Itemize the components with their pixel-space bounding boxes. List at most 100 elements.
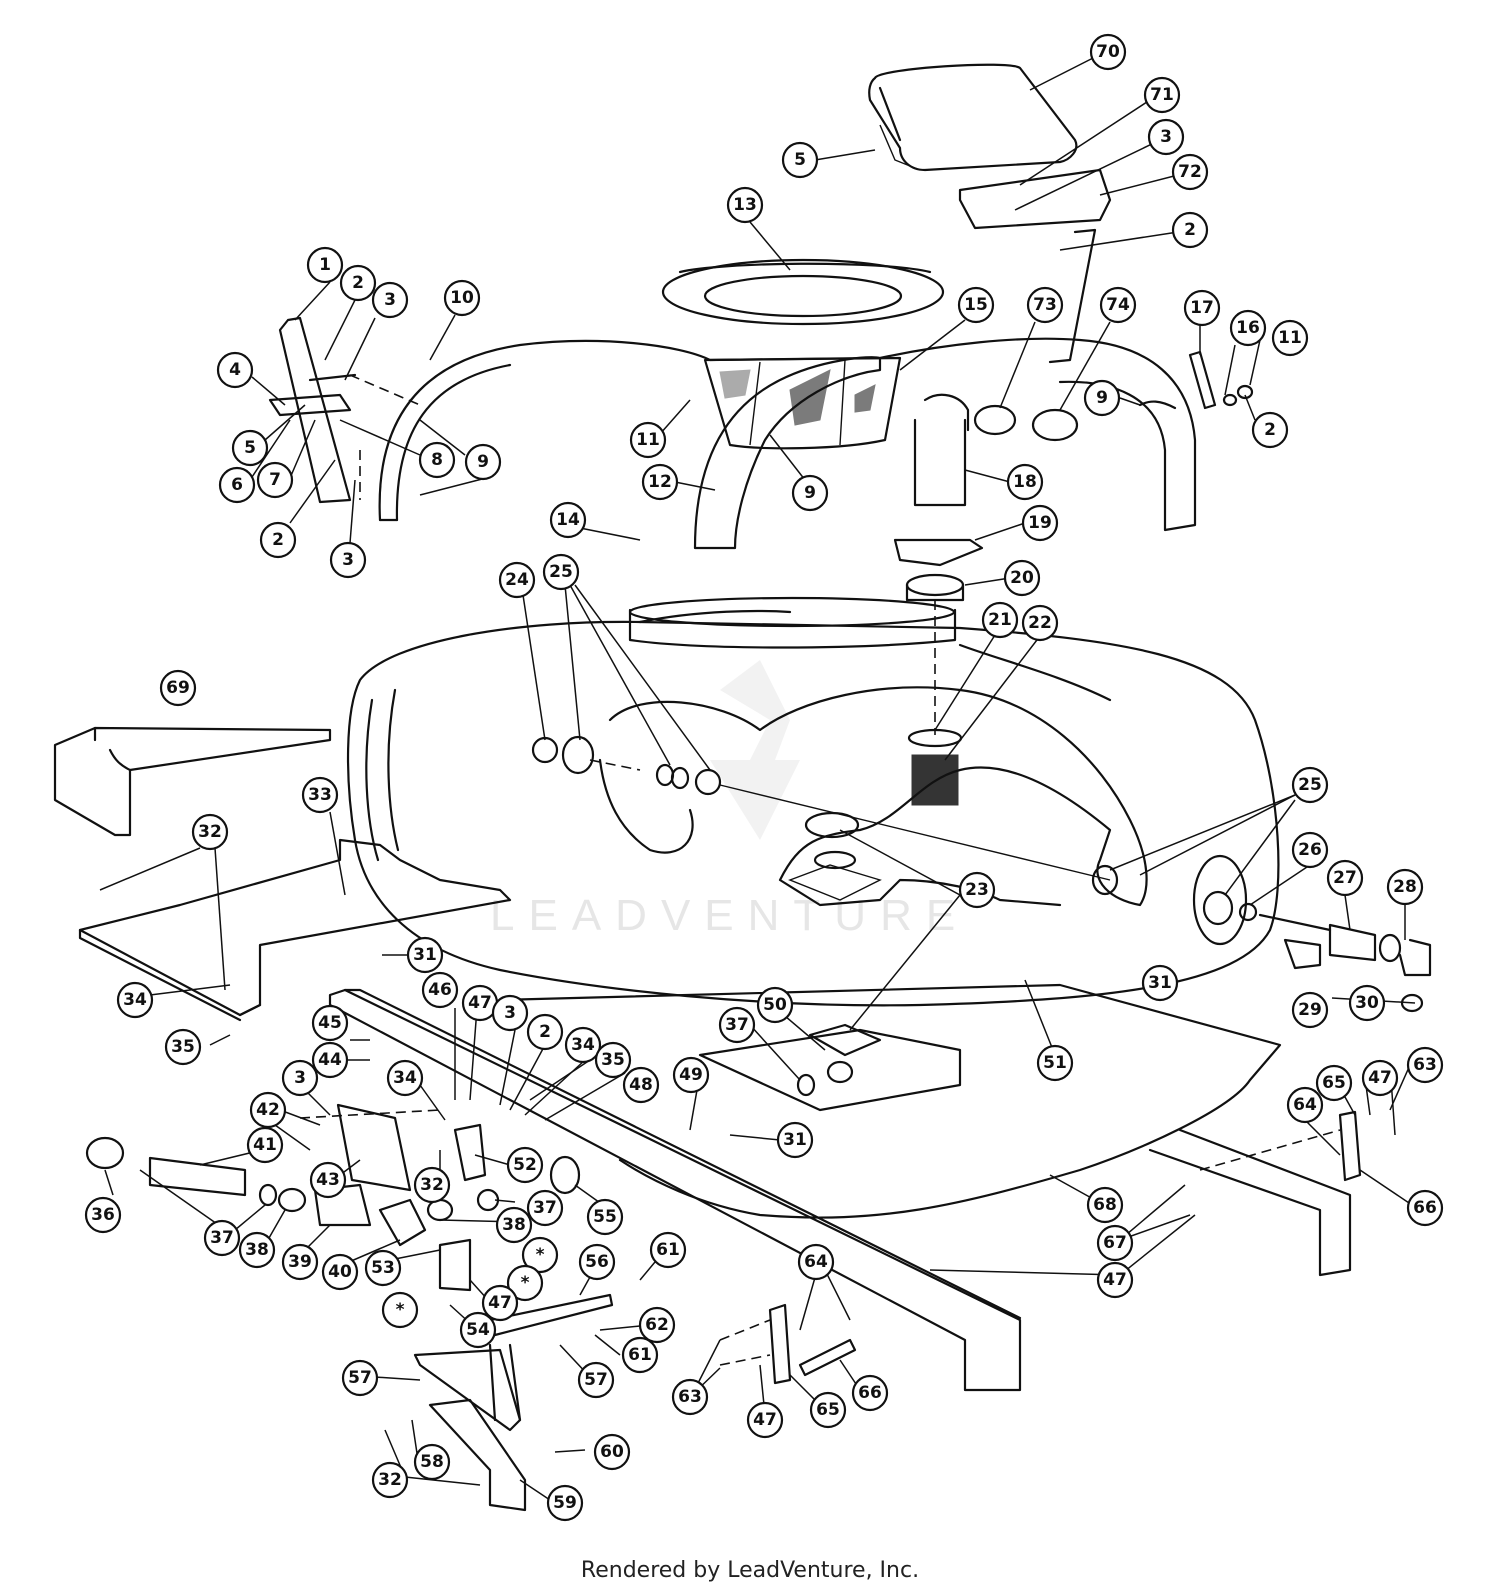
callout: 63	[671, 1378, 709, 1416]
svg-text:3: 3	[384, 290, 396, 310]
callout: 4	[216, 351, 254, 389]
callout: 47	[1361, 1059, 1399, 1097]
callout: 5	[781, 141, 819, 179]
callout: 61	[649, 1231, 687, 1269]
svg-text:15: 15	[964, 295, 988, 315]
svg-text:72: 72	[1178, 162, 1202, 182]
svg-text:8: 8	[431, 450, 443, 470]
svg-text:31: 31	[783, 1130, 807, 1150]
callout: 44	[311, 1041, 349, 1079]
left-fittings	[531, 735, 1111, 881]
callout: 19	[1021, 504, 1059, 542]
svg-text:43: 43	[316, 1170, 340, 1190]
svg-text:3: 3	[1160, 127, 1172, 147]
svg-text:51: 51	[1043, 1053, 1067, 1073]
svg-text:58: 58	[420, 1452, 444, 1472]
callout: 27	[1326, 859, 1364, 897]
callout: 2	[339, 264, 377, 302]
svg-text:35: 35	[171, 1037, 195, 1057]
svg-text:*: *	[396, 1300, 405, 1320]
svg-text:16: 16	[1236, 318, 1260, 338]
svg-text:11: 11	[636, 430, 660, 450]
callout: 55	[586, 1198, 624, 1236]
svg-text:6: 6	[231, 475, 243, 495]
callout: 6	[218, 466, 256, 504]
callout: 13	[726, 186, 764, 224]
callout: 23	[958, 871, 996, 909]
watermark-logo	[710, 660, 800, 840]
right-hardware	[1138, 350, 1254, 410]
svg-text:47: 47	[468, 993, 492, 1013]
callout: 1	[306, 246, 344, 284]
svg-text:37: 37	[533, 1198, 557, 1218]
callout: 40	[321, 1253, 359, 1291]
frame-assembly	[53, 726, 1352, 1392]
svg-text:2: 2	[1264, 420, 1276, 440]
svg-text:38: 38	[245, 1240, 269, 1260]
svg-text:45: 45	[318, 1013, 342, 1033]
svg-text:63: 63	[678, 1387, 702, 1407]
callout: 33	[301, 776, 339, 814]
svg-text:64: 64	[804, 1252, 828, 1272]
svg-text:2: 2	[1184, 220, 1196, 240]
right-bracket	[1199, 1110, 1362, 1182]
tank-lid	[661, 258, 945, 326]
svg-text:13: 13	[733, 195, 757, 215]
callout: 9	[791, 474, 829, 512]
svg-text:34: 34	[123, 990, 147, 1010]
callout: 2	[259, 521, 297, 559]
callout: 36	[84, 1196, 122, 1234]
callout: 58	[413, 1443, 451, 1481]
callout: 11	[1271, 319, 1309, 357]
watermark: LEADVENTURE	[490, 891, 969, 940]
callout: 37	[526, 1189, 564, 1227]
svg-text:67: 67	[1103, 1233, 1127, 1253]
callout: 72	[1171, 153, 1209, 191]
callout: 17	[1183, 289, 1221, 327]
callout: 66	[1406, 1189, 1444, 1227]
callout: 12	[641, 463, 679, 501]
callout: 34	[564, 1026, 602, 1064]
svg-text:28: 28	[1393, 877, 1417, 897]
svg-text:62: 62	[645, 1315, 669, 1335]
svg-text:35: 35	[601, 1050, 625, 1070]
callout: 37	[718, 1006, 756, 1044]
svg-text:61: 61	[628, 1345, 652, 1365]
callout: 31	[1141, 964, 1179, 1002]
svg-text:21: 21	[988, 610, 1012, 630]
callout: 35	[164, 1028, 202, 1066]
svg-text:56: 56	[585, 1252, 609, 1272]
callout: 69	[159, 669, 197, 707]
callout: 2	[1251, 411, 1289, 449]
svg-text:61: 61	[656, 1240, 680, 1260]
callout: 3	[1147, 118, 1185, 156]
svg-text:54: 54	[466, 1320, 490, 1340]
footer-credit: Rendered by LeadVenture, Inc.	[580, 1558, 920, 1583]
callout: *	[521, 1236, 559, 1274]
callout: 24	[498, 561, 536, 599]
svg-text:66: 66	[1413, 1198, 1437, 1218]
svg-text:68: 68	[1093, 1195, 1117, 1215]
svg-text:44: 44	[318, 1050, 342, 1070]
svg-text:14: 14	[556, 510, 580, 530]
callout: 68	[1086, 1186, 1124, 1224]
callout: 35	[594, 1041, 632, 1079]
seat-assembly	[868, 63, 1112, 364]
svg-text:52: 52	[513, 1155, 537, 1175]
svg-text:30: 30	[1355, 993, 1379, 1013]
callout: 14	[549, 501, 587, 539]
callout: 74	[1099, 286, 1137, 324]
callout: 52	[506, 1146, 544, 1184]
callout: 38	[495, 1206, 533, 1244]
svg-text:32: 32	[378, 1470, 402, 1490]
svg-text:64: 64	[1293, 1095, 1317, 1115]
callout: 64	[1286, 1086, 1324, 1124]
callout: 7	[256, 461, 294, 499]
callouts: 70 71 3 72 5 2 13 1 2 3 10 15 73 74 17 1…	[84, 33, 1444, 1522]
svg-text:41: 41	[253, 1135, 277, 1155]
callout: 3	[491, 994, 529, 1032]
callout: 8	[418, 441, 456, 479]
svg-text:22: 22	[1028, 613, 1052, 633]
callout: 20	[1003, 559, 1041, 597]
callout: *	[506, 1264, 544, 1302]
